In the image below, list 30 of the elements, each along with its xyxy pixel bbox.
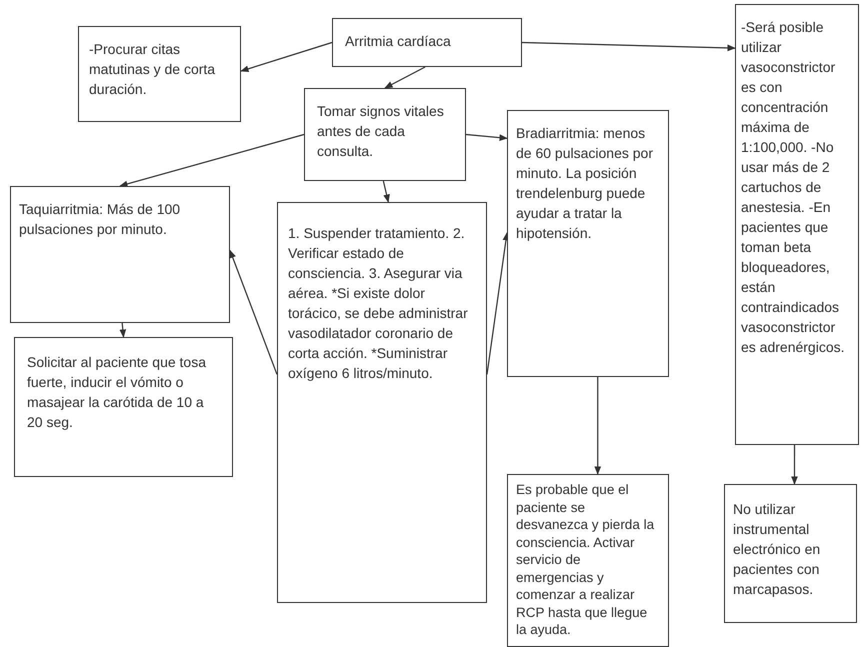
- process-box: [78, 26, 241, 122]
- box-text: Solicitar al paciente que tosa fuerte, inducir el vómito o masajear la carótida de 10 a 20 seg.: [27, 353, 207, 432]
- process-box: [735, 4, 859, 445]
- box-text: Tomar signos vitales antes de cada consulta.: [317, 102, 445, 161]
- box-text: No utilizar instrumental electrónico en pacientes con marcapasos.: [733, 500, 822, 599]
- box-text: Arritmia cardíaca: [345, 32, 452, 51]
- process-box: [332, 18, 522, 67]
- process-box: [507, 474, 669, 647]
- box-text: Taquiarritmia: Más de 100 pulsaciones por minuto.: [19, 200, 182, 239]
- arrow: [119, 134, 304, 188]
- process-box: [304, 88, 466, 181]
- process-box: [724, 484, 857, 623]
- process-box: [507, 110, 669, 377]
- arrow: [466, 134, 508, 141]
- process-box: [277, 202, 487, 603]
- arrow: [119, 322, 126, 338]
- box-text: -Procurar citas matutinas y de corta duración.: [89, 40, 216, 99]
- arrow: [791, 445, 798, 485]
- arrow: [594, 377, 602, 475]
- box-text: 1. Suspender tratamiento. 2. Verificar estado de consciencia. 3. Asegurar via aérea. *Si existe dolor torácico, se debe administrar vasodilatador coronario de corta acción. *Suministrar oxígeno 6 litros/minuto.: [288, 224, 469, 383]
- arrow: [240, 42, 332, 72]
- arrow: [522, 42, 736, 52]
- arrow: [229, 250, 278, 375]
- process-box: [10, 186, 230, 323]
- arrow: [382, 180, 390, 203]
- box-text: Bradiarritmia: menos de 60 pulsaciones por minuto. La posición trendelenburg puede ayudar a tratar la hipotensión.: [516, 124, 654, 243]
- box-text: Es probable que el paciente se desvanezca y pierda la consciencia. Activar servicio de emergencias y comenzar a realizar RCP hasta que llegue la ayuda.: [516, 481, 656, 638]
- process-box: [14, 337, 233, 477]
- arrow: [384, 66, 426, 89]
- box-text: -Será posible utilizar vasoconstrictor es con concentración máxima de 1:100,000. -No usar más de 2 cartuchos de anestesia. -En pacientes que toman beta bloqueadores, están contraindicados vasoconstrictor es adrenérgicos.: [741, 18, 846, 357]
